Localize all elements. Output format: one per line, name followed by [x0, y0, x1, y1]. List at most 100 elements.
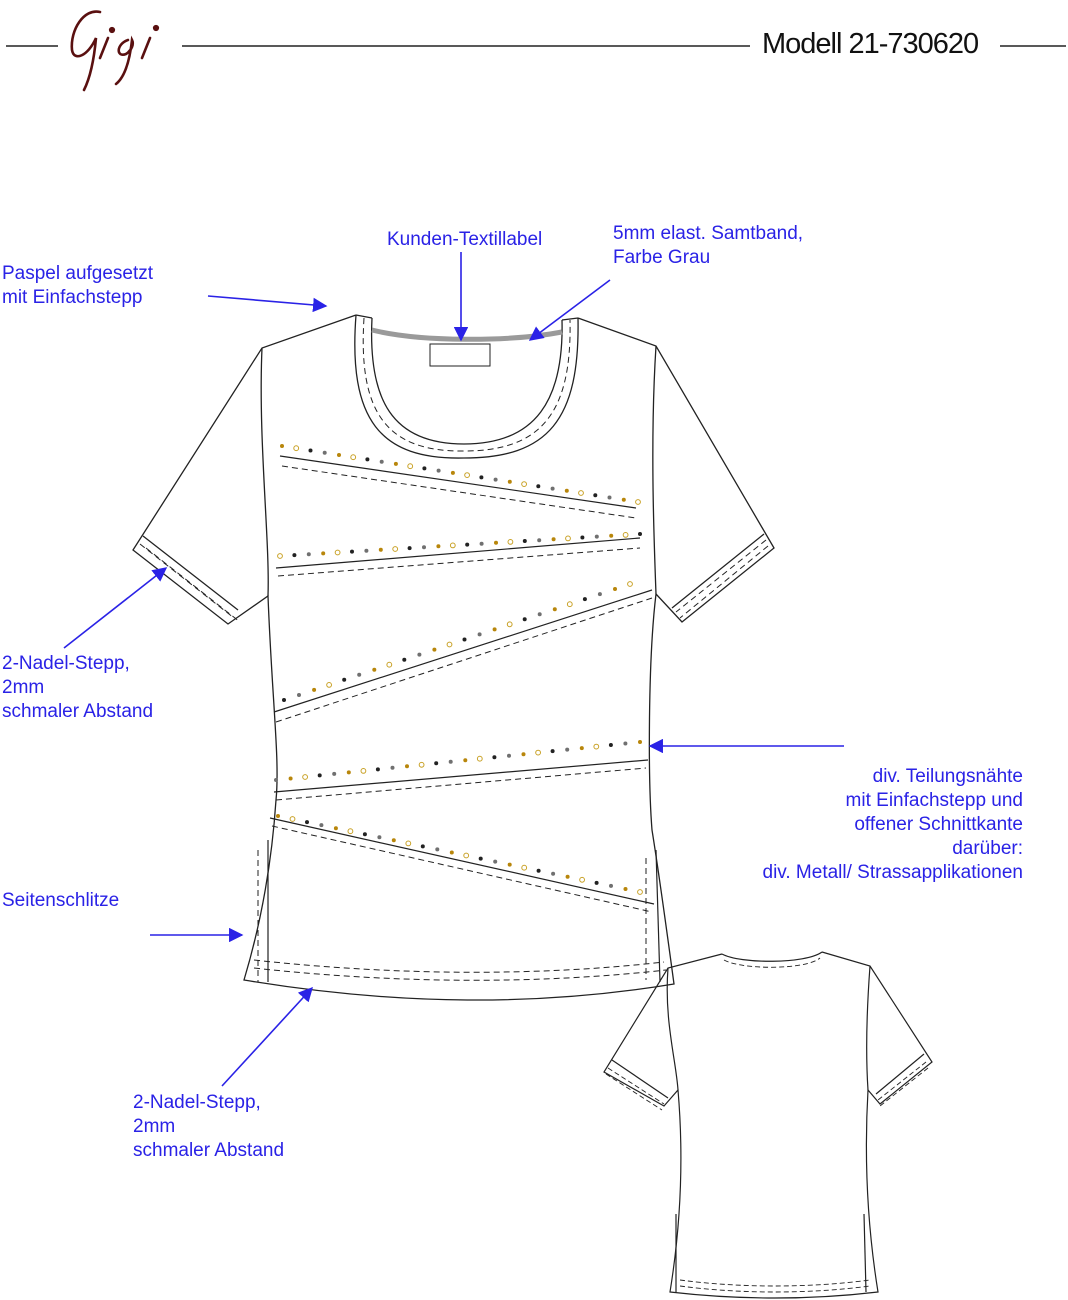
- stud: [274, 778, 278, 782]
- stud: [476, 755, 483, 762]
- label-samtband: 5mm elast. Samtband, Farbe Grau: [613, 223, 804, 268]
- stud: [288, 776, 293, 781]
- stud: [521, 752, 526, 757]
- stud: [317, 773, 322, 778]
- stud: [332, 771, 337, 776]
- stud: [306, 552, 311, 557]
- stud: [337, 453, 341, 457]
- arrow-paspel: [207, 295, 328, 313]
- stud: [282, 698, 286, 702]
- stud: [464, 472, 471, 479]
- stud: [417, 652, 422, 657]
- stud: [390, 765, 395, 770]
- stud: [551, 537, 556, 542]
- stud: [565, 535, 571, 542]
- front-shirt: [132, 314, 775, 1001]
- back-shirt: [603, 951, 933, 1299]
- stud: [550, 486, 555, 491]
- stud: [422, 545, 426, 550]
- stud: [613, 587, 617, 591]
- stud: [564, 488, 569, 493]
- stud: [365, 457, 370, 462]
- stud: [378, 547, 383, 552]
- stud: [462, 637, 467, 642]
- stud: [535, 749, 541, 756]
- stud: [621, 497, 626, 502]
- stud: [582, 597, 587, 602]
- stud: [637, 889, 643, 895]
- stud: [386, 661, 393, 668]
- arrow-sleeve-stitch: [63, 567, 168, 649]
- model-number: Modell 21-730620: [758, 28, 983, 61]
- stud: [536, 868, 541, 873]
- label-kunden-textillabel: Kunden-Textillabel: [387, 229, 543, 250]
- stud: [492, 755, 497, 760]
- stud: [578, 490, 584, 496]
- arrow-hem-stitch: [221, 986, 313, 1087]
- stud: [522, 617, 527, 622]
- stud: [379, 459, 384, 464]
- stud: [608, 743, 613, 747]
- stud: [521, 481, 527, 488]
- stud: [405, 840, 412, 847]
- stud: [334, 549, 341, 556]
- stud: [551, 871, 556, 876]
- stud: [375, 767, 380, 772]
- stud: [537, 612, 542, 617]
- stud: [565, 747, 570, 752]
- label-sleeve-stitch: 2-Nadel-Stepp, 2mm schmaler Abstand: [2, 653, 154, 722]
- stud: [364, 548, 369, 553]
- stud: [436, 468, 441, 473]
- stud: [407, 546, 412, 551]
- stud: [448, 759, 453, 764]
- front-seams: [267, 455, 661, 983]
- stud: [372, 667, 377, 672]
- stud: [597, 592, 602, 597]
- stud: [342, 677, 347, 682]
- stud: [321, 551, 326, 556]
- stud: [434, 761, 439, 766]
- stud: [522, 539, 527, 543]
- stud: [536, 484, 541, 489]
- stud: [492, 627, 497, 632]
- stud: [422, 466, 427, 471]
- stud: [579, 746, 584, 751]
- stud: [346, 770, 351, 775]
- stud: [297, 693, 301, 697]
- stud: [607, 495, 612, 500]
- stud: [627, 581, 633, 587]
- stud: [638, 532, 642, 536]
- label-paspel: Paspel aufgesetzt mit Einfachstepp: [2, 263, 154, 308]
- stud: [292, 553, 297, 558]
- stud: [418, 761, 425, 768]
- stud: [463, 758, 468, 763]
- stud: [333, 826, 338, 831]
- gigi-logo: [70, 10, 160, 92]
- stud: [494, 540, 498, 545]
- stud: [449, 850, 454, 855]
- stud: [308, 448, 313, 453]
- label-teilungsnaehte: div. Teilungsnähte mit Einfachstepp und …: [762, 766, 1024, 883]
- stud: [289, 816, 296, 822]
- stud: [493, 477, 498, 482]
- stud: [450, 470, 455, 475]
- stud: [435, 847, 440, 852]
- stud: [593, 743, 600, 750]
- stud: [593, 493, 598, 498]
- label-hem-stitch: 2-Nadel-Stepp, 2mm schmaler Abstand: [133, 1092, 285, 1161]
- stud: [449, 542, 456, 549]
- stud: [550, 749, 555, 754]
- stud: [477, 632, 482, 637]
- stud: [507, 753, 511, 758]
- stud: [623, 887, 628, 891]
- stud: [609, 533, 614, 538]
- stud: [566, 601, 573, 608]
- stud: [580, 535, 585, 540]
- stud: [463, 852, 470, 859]
- stud: [393, 461, 398, 466]
- strass-applications: [274, 444, 643, 895]
- stud: [305, 820, 309, 825]
- stud: [506, 621, 513, 628]
- stud: [594, 880, 599, 885]
- stud: [392, 546, 399, 552]
